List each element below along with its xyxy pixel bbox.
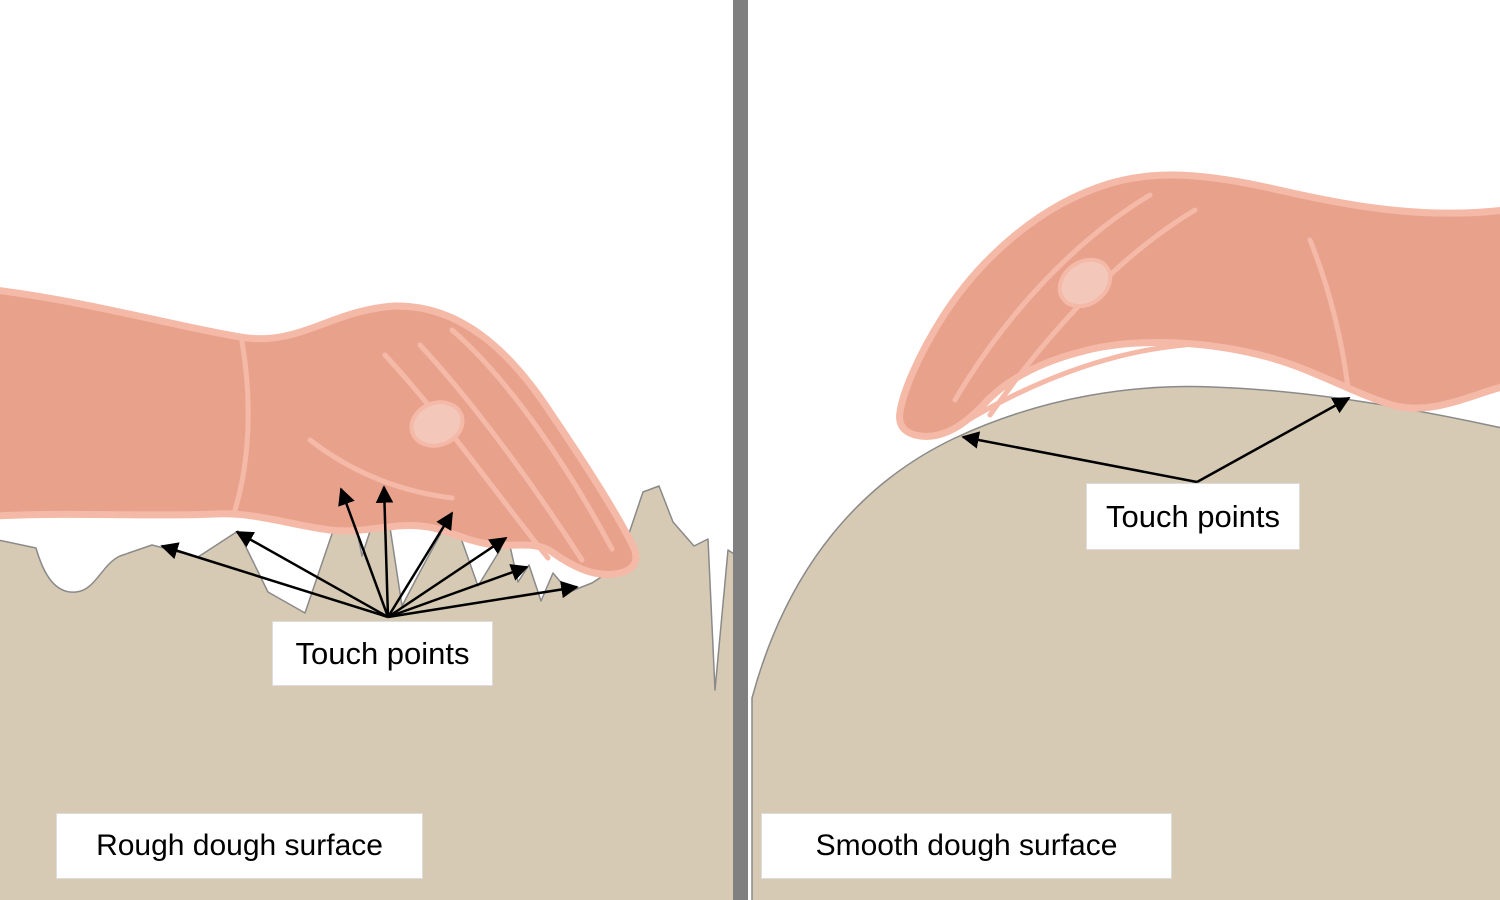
left-touch-arrows [160,485,579,619]
smooth-dough-shape [751,385,1500,900]
rough-dough-shape [0,485,738,900]
touch-arrow [386,511,454,618]
left-hand-illustration [0,287,640,579]
right-thumbnail-icon [1057,257,1113,309]
touch-arrow [235,530,389,619]
right-hand-silhouette [896,171,1500,440]
touch-arrow [387,580,579,619]
rough-surface-label: Rough dough surface [56,813,423,879]
right-hand-finger-line [952,192,1153,403]
rough-dough-panel [0,287,738,900]
right-touch-arrows [961,396,1351,484]
left-hand-thumb-line [307,437,455,501]
touch-points-text-right: Touch points [1105,498,1281,534]
touch-arrow [375,485,394,618]
left-hand-wrist-line [232,339,251,513]
right-hand-thumb-line [957,342,1188,428]
touch-points-text-left: Touch points [295,635,470,671]
smooth-surface-text: Smooth dough surface [815,829,1118,862]
smooth-surface-label: Smooth dough surface [761,813,1172,879]
touch-arrow [387,564,529,619]
smooth-dough-panel [751,171,1500,900]
rough-surface-text: Rough dough surface [96,829,383,862]
panel-divider [733,0,748,900]
left-hand-finger-line [417,342,585,563]
right-hand-wrist-line [1307,237,1351,391]
touch-points-label-left: Touch points [272,621,493,686]
left-hand-finger-line [382,352,551,561]
touch-arrow [387,536,508,619]
touch-arrow [961,431,1198,484]
left-hand-silhouette [0,287,640,579]
right-hand-illustration [896,171,1500,440]
left-thumbnail-icon [409,400,465,448]
touch-arrow [338,487,390,618]
touch-arrow [160,542,389,619]
touch-points-label-right: Touch points [1086,483,1300,550]
left-hand-finger-line [449,327,615,552]
touch-arrow [1196,396,1351,484]
